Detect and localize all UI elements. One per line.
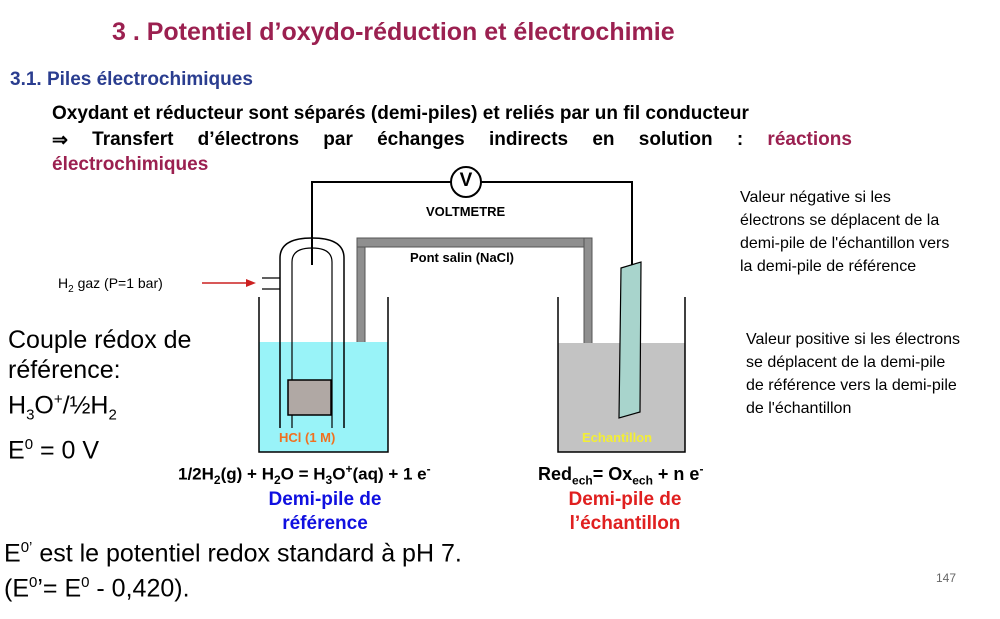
left-solution-label: HCl (1 M) [279, 430, 336, 445]
platinum-electrode [287, 379, 332, 416]
couple-line-2: référence: [8, 356, 121, 384]
page-number: 147 [936, 571, 957, 585]
sample-equation: Redech= Oxech + n e- [538, 462, 704, 488]
reference-half-cell-label: Demi-pile de référence [268, 489, 382, 534]
intro-line-1: Oxydant et réducteur sont séparés (demi-… [52, 103, 749, 124]
reference-equation: 1/2H2(g) + H2O = H3O+(aq) + 1 e- [178, 462, 431, 488]
sample-electrode [618, 261, 642, 419]
couple-line-4: E0 = 0 V [8, 436, 100, 465]
intro-word: par [323, 129, 353, 150]
couple-line-3: H3O+/½H2 [8, 391, 117, 424]
right-solution-label: Echantillon [582, 430, 653, 445]
reference-couple: Couple rédox de référence: H3O+/½H2 E0 =… [8, 325, 191, 466]
section-subtitle: 3.1. Piles électrochimiques [10, 69, 253, 90]
hydrogen-electrode-tube [279, 237, 345, 428]
note-positive: Valeur positive si les électrons se dépl… [746, 331, 961, 417]
salt-bridge [356, 237, 593, 429]
voltmeter-symbol: V [459, 170, 473, 191]
implies-arrow: ⇒ [52, 130, 68, 151]
sample-half-cell-label: Demi-pile de l’échantillon [568, 489, 682, 534]
bottom-line-1: E0’ est le potentiel redox standard à pH… [4, 539, 462, 568]
intro-highlight: réactions [767, 129, 852, 150]
note-negative: Valeur négative si les électrons se dépl… [740, 189, 950, 275]
intro-line-2: ⇒ Transfert d’électrons par échanges ind… [52, 129, 852, 152]
intro-word: : [736, 129, 744, 150]
gas-label: H2 gaz (P=1 bar) [58, 275, 163, 295]
gas-arrow-icon [246, 279, 256, 287]
intro-word: indirects [488, 129, 569, 150]
bottom-definition: E0’ est le potentiel redox standard à pH… [4, 533, 462, 604]
intro-word: solution [638, 129, 713, 150]
intro-line-3: électrochimiques [52, 154, 209, 175]
page-title: 3 . Potentiel d’oxydo-réduction et élect… [112, 18, 675, 46]
intro-word: d’électrons [197, 129, 300, 150]
intro-word: en [592, 129, 615, 150]
couple-line-1: Couple rédox de [8, 326, 192, 354]
wire-right [481, 181, 633, 265]
intro-word: échanges [377, 129, 465, 150]
voltmeter-label: VOLTMETRE [426, 204, 506, 219]
bottom-line-2: (E0’= E0 - 0,420). [4, 574, 190, 603]
voltmeter-icon [450, 166, 482, 198]
intro-word: Transfert [92, 129, 174, 150]
left-beaker [258, 297, 389, 453]
salt-bridge-label: Pont salin (NaCl) [410, 250, 515, 265]
right-beaker [557, 297, 686, 453]
